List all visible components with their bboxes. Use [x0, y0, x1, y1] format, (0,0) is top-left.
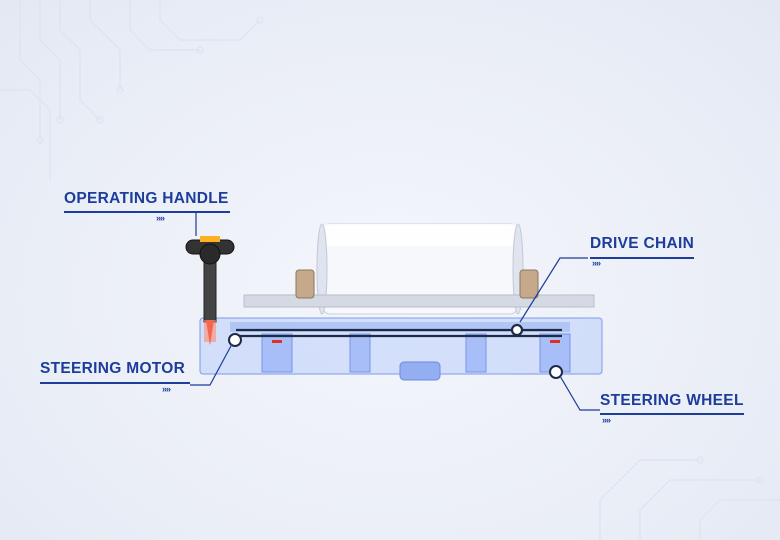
roll-shaft: [243, 294, 595, 308]
chassis-frame: [199, 317, 603, 381]
drive-chain: [236, 323, 562, 338]
underline-drive-chain: [590, 257, 694, 259]
chevron-icon: »»: [592, 258, 601, 268]
label-steering-motor: STEERING MOTOR: [40, 360, 186, 377]
chevron-icon: »»: [602, 415, 611, 425]
label-steering-wheel: STEERING WHEEL: [600, 392, 744, 409]
underline-steering-motor: [40, 382, 190, 384]
chevron-icon: »»: [156, 213, 165, 223]
red-markers: [272, 340, 560, 343]
label-drive-chain: DRIVE CHAIN: [590, 235, 695, 252]
underline-steering-wheel: [600, 413, 744, 415]
circuit-pattern-icon: [599, 456, 780, 540]
circuit-pattern-icon: [0, 0, 264, 180]
shaft-collars: [295, 269, 539, 299]
steering-motor-icon: [228, 333, 242, 347]
label-operating-handle: OPERATING HANDLE: [64, 190, 229, 207]
operating-handle-icon: [185, 236, 235, 345]
chevron-icon: »»: [162, 384, 171, 394]
underline-operating-handle: [64, 211, 230, 213]
steering-wheel-icon: [549, 365, 563, 379]
